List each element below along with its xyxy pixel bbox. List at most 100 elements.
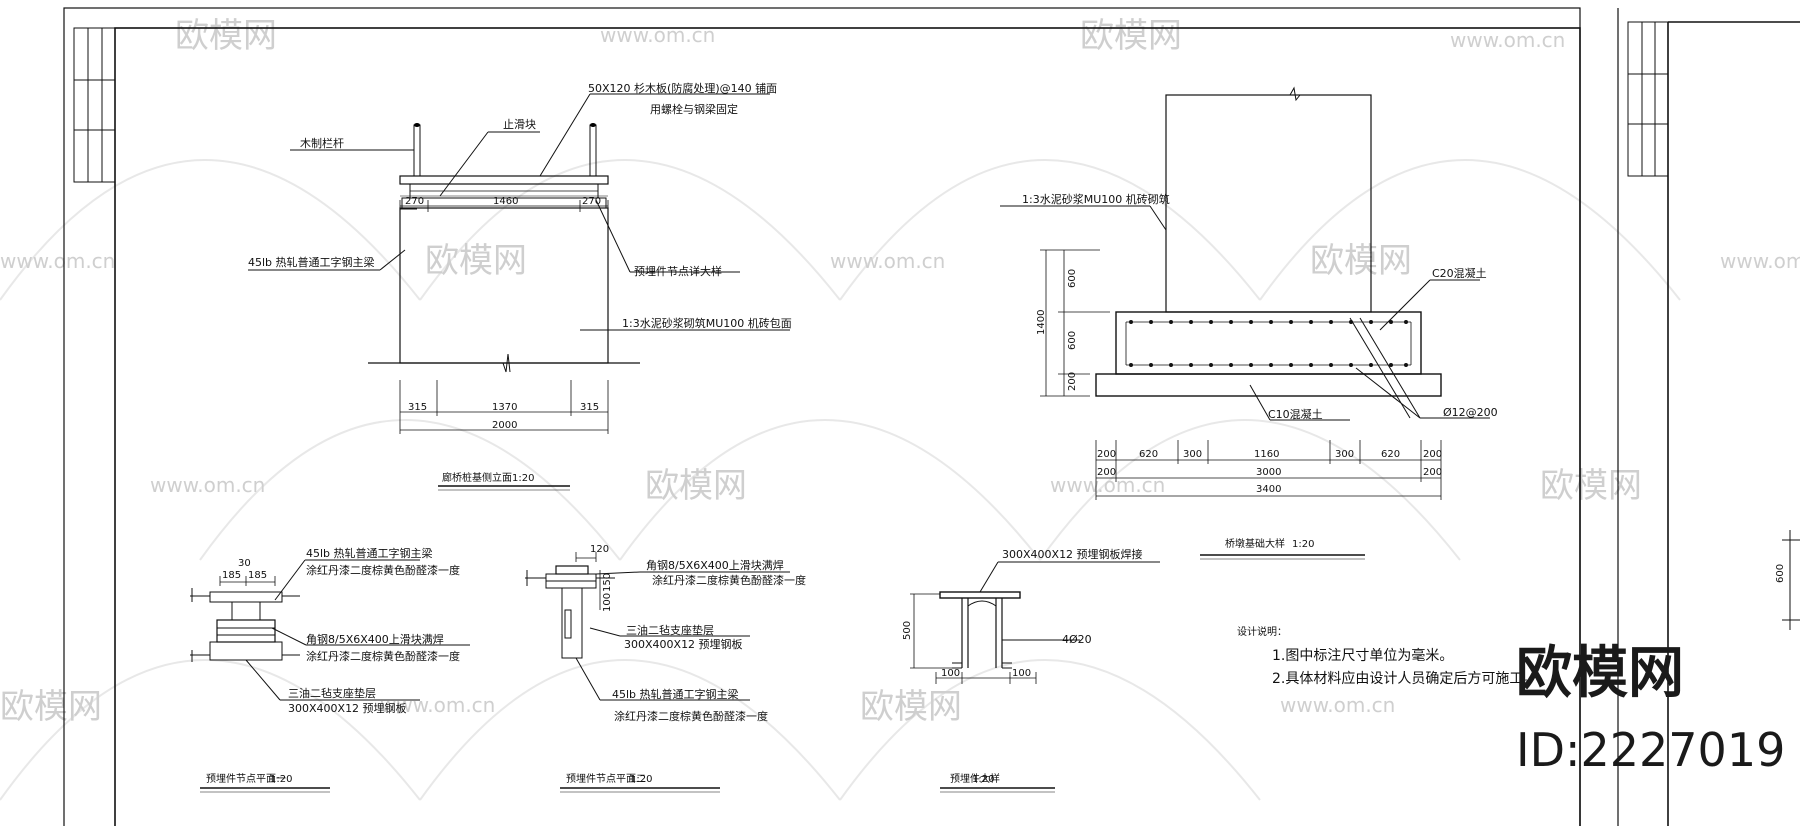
watermark-brand: 欧模网 (425, 241, 527, 281)
node1-dim-30: 30 (238, 558, 251, 569)
scale-elevation: 1:20 (512, 473, 534, 484)
caption-node1: 预埋件节点平面一 (206, 773, 286, 785)
node1-label-2: 涂红丹漆二度棕黄色酚醛漆一度 (306, 563, 460, 577)
label-stopper: 止滑块 (503, 118, 536, 131)
label-brick-masonry: 1:3水泥砂浆MU100 机砖砌筑 (1022, 192, 1170, 206)
dim-bottom-1: 315 (408, 402, 427, 413)
dim-row1-5: 300 (1335, 449, 1354, 460)
node1-dim-185b: 185 (248, 570, 267, 581)
railing-post (413, 124, 421, 177)
watermark-brand: 欧模网 (1080, 16, 1182, 56)
dim-row1-4: 1160 (1254, 449, 1279, 460)
dim-row1-3: 300 (1183, 449, 1202, 460)
dim-row2-2: 3000 (1256, 467, 1281, 478)
node1-label-4: 涂红丹漆二度棕黄色酚醛漆一度 (306, 649, 460, 663)
elevation-dims-top (399, 200, 609, 212)
watermark-url: www.om.cn (1450, 28, 1565, 52)
c10-concrete-bed (1095, 373, 1442, 397)
watermark-brand: 欧模网 (1540, 466, 1642, 506)
note-item-2: 2.具体材料应由设计人员确定后方可施工。 (1272, 670, 1537, 687)
label-brick-face: 1:3水泥砂浆砌筑MU100 机砖包面 (622, 316, 792, 330)
node1-label-6: 300X400X12 预埋钢板 (288, 701, 407, 715)
dim-top-3: 270 (582, 196, 601, 207)
embed-label-bar: 4Ø20 (1062, 633, 1092, 646)
watermark-brand: 欧模网 (860, 687, 962, 727)
node2-label-4: 300X400X12 预埋钢板 (624, 637, 743, 651)
right-sheet-dim: 600 (1775, 564, 1786, 583)
label-beam: 45lb 热轧普通工字钢主梁 (248, 255, 375, 269)
label-embed-detail: 预埋件节点详大样 (634, 264, 722, 278)
embed-part-view: 500 100 100 300X400X12 预埋钢板焊接 4Ø20 预埋件大样… (902, 547, 1160, 793)
embed-dim-bottom-2: 100 (1012, 668, 1031, 679)
dim-top-2: 1460 (493, 196, 518, 207)
node1-dim-185a: 185 (222, 570, 241, 581)
scale-embed: 1:20 (972, 774, 994, 785)
elevation-dims-bottom (399, 380, 609, 434)
caption-node2: 预埋件节点平面二 (566, 773, 646, 785)
embed-label-plate: 300X400X12 预埋钢板焊接 (1002, 547, 1143, 561)
node2-dim-150: 150 (602, 573, 613, 592)
dim-bottom-2: 1370 (492, 402, 517, 413)
note-item-1: 1.图中标注尺寸单位为毫米。 (1272, 647, 1453, 664)
watermark-brand: 欧模网 (1310, 241, 1412, 281)
dim-pier-total: 3400 (1256, 484, 1281, 495)
dim-vertical-total: 1400 (1036, 310, 1047, 335)
dim-bottom-3: 315 (580, 402, 599, 413)
embed-plate (939, 591, 1021, 599)
elevation-view: 木制栏杆 50X120 杉木板(防腐处理)@140 铺面 用螺栓与钢梁固定 止滑… (248, 81, 792, 491)
sheet-frame-right (1617, 8, 1800, 826)
node2-label-2: 涂红丹漆二度棕黄色酚醛漆一度 (652, 573, 806, 587)
caption-embed: 预埋件大样 (950, 772, 1000, 785)
dim-total: 2000 (492, 420, 517, 431)
watermark-url: www.om.cn (1280, 693, 1395, 717)
design-notes: 设计说明： 1.图中标注尺寸单位为毫米。 2.具体材料应由设计人员确定后方可施工… (1237, 625, 1537, 687)
scale-node2: 1:20 (630, 774, 652, 785)
caption-elevation: 廊桥桩基侧立面 (442, 471, 512, 484)
pier-foundation-view: 1:3水泥砂浆MU100 机砖砌筑 C20混凝土 C10混凝土 Ø12@200 … (1000, 86, 1498, 560)
watermark-brand: 欧模网 (175, 16, 277, 56)
watermark-url: www.om.cn (1720, 249, 1800, 273)
watermark-url: www.om.cn (1050, 473, 1165, 497)
label-c10: C10混凝土 (1268, 407, 1323, 421)
scale-pier: 1:20 (1292, 539, 1314, 550)
pier-dims-horizontal (1095, 440, 1442, 500)
wood-deck (399, 175, 609, 185)
dim-vertical-3: 200 (1067, 372, 1078, 391)
embed-dim-bottom-1: 100 (941, 668, 960, 679)
watermark-layer: 欧模网 欧模网 www.om.cn www.om.cn www.om.cn 欧模… (0, 16, 1800, 801)
brand-id: ID:2227019 (1516, 723, 1785, 777)
notes-heading: 设计说明： (1237, 625, 1287, 638)
brand-logo-text: 欧模网 (1516, 641, 1684, 706)
node2-label-6: 涂红丹漆二度棕黄色酚醛漆一度 (614, 709, 768, 723)
node-plan-2: 120 100 150 角钢8/5X6X400上滑块满焊 涂红丹漆二度棕黄色酚醛… (525, 544, 806, 793)
watermark-url: www.om.cn (600, 23, 715, 47)
node2-label-1: 角钢8/5X6X400上滑块满焊 (646, 558, 784, 572)
watermark-url: www.om.cn (380, 693, 495, 717)
railing-post (589, 124, 597, 177)
node2-label-5: 45lb 热轧普通工字钢主梁 (612, 687, 739, 701)
pier-dims-vertical (1040, 249, 1110, 397)
dim-vertical-2: 600 (1067, 331, 1078, 350)
node1-label-3: 角钢8/5X6X400上滑块满焊 (306, 632, 444, 646)
caption-pier: 桥墩基础大样 (1225, 537, 1285, 550)
scale-node1: 1:20 (270, 774, 292, 785)
watermark-url: www.om.cn (0, 249, 115, 273)
node2-dim-120: 120 (590, 544, 609, 555)
dim-row1-7: 200 (1423, 449, 1442, 460)
label-wood-plank: 50X120 杉木板(防腐处理)@140 铺面 (588, 81, 777, 95)
sheet-frame-left (63, 7, 1581, 826)
label-rebar: Ø12@200 (1443, 406, 1498, 419)
watermark-brand: 欧模网 (0, 687, 102, 727)
label-wood-plank-2: 用螺栓与钢梁固定 (650, 102, 738, 116)
node2-dim-100: 100 (602, 593, 613, 612)
dim-top-1: 270 (405, 196, 424, 207)
node2-label-3: 三油二毡支座垫层 (626, 623, 714, 637)
dim-row1-1: 200 (1097, 449, 1116, 460)
embed-dim-height: 500 (902, 621, 913, 640)
watermark-url: www.om.cn (830, 249, 945, 273)
dim-vertical-1: 600 (1067, 269, 1078, 288)
dim-row1-2: 620 (1139, 449, 1158, 460)
dim-row2-1: 200 (1097, 467, 1116, 478)
dim-row2-3: 200 (1423, 467, 1442, 478)
